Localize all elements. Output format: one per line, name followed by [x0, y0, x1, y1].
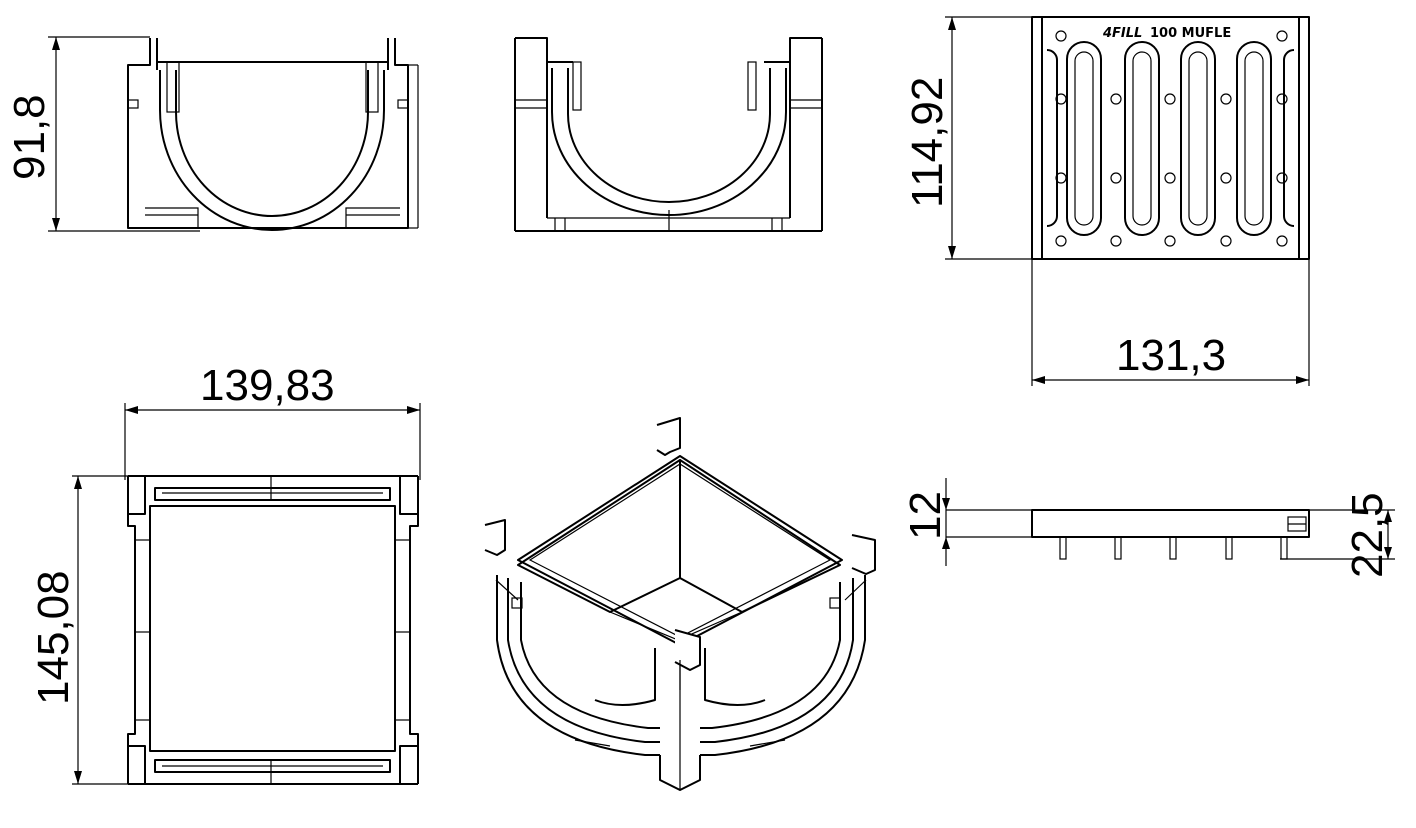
dimension-top-length: 145,08 — [29, 475, 130, 785]
grate-logo: 4FILL — [1102, 26, 1142, 41]
dim-label-front-height: 91,8 — [5, 94, 54, 180]
grate-pins — [1059, 536, 1288, 560]
dim-label-side-thickness: 12 — [901, 491, 950, 540]
dimension-side-thickness: 12 — [901, 478, 950, 566]
dimension-top-width: 139,83 — [124, 361, 421, 480]
dim-label-grate-height: 114,92 — [903, 77, 952, 208]
dimension-grate-height: 114,92 — [903, 16, 1032, 260]
grate-marking-text: 100 MUFLE — [1150, 26, 1231, 41]
top-view — [127, 475, 419, 785]
rear-view — [514, 37, 823, 232]
dim-label-side-total: 22,5 — [1343, 492, 1392, 578]
dim-label-grate-width: 131,3 — [1116, 331, 1226, 380]
dimension-front-height: 91,8 — [5, 36, 200, 232]
dim-label-top-length: 145,08 — [29, 570, 78, 705]
front-view — [127, 38, 419, 231]
grate-top-view: 4FILL 100 MUFLE — [1031, 16, 1310, 260]
grate-slots — [1046, 41, 1295, 236]
dimension-grate-width: 131,3 — [1031, 259, 1310, 386]
dimension-side-total: 22,5 — [1280, 492, 1395, 578]
isometric-view — [484, 417, 876, 791]
grate-side-view — [946, 509, 1310, 560]
dim-label-top-width: 139,83 — [200, 361, 335, 410]
grate-holes — [1055, 30, 1288, 247]
